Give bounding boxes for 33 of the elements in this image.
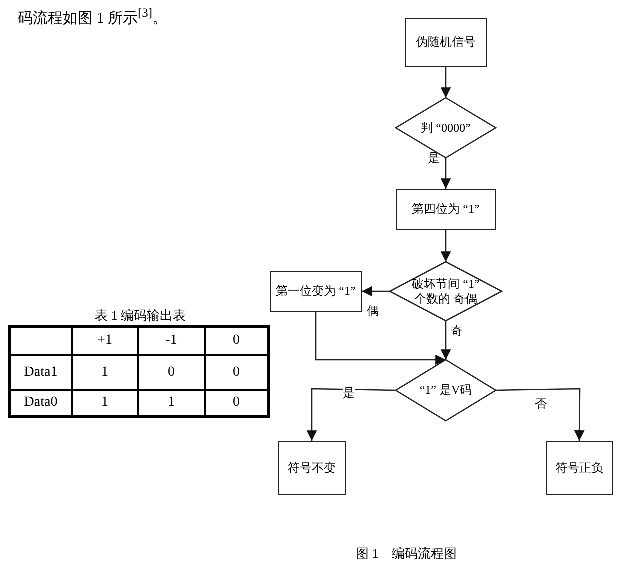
node-text: 第一位变为 “1” xyxy=(276,284,356,299)
node-text: 判 “0000” xyxy=(421,120,471,136)
table-cell: +1 xyxy=(72,326,138,355)
node-text: 符号正负 xyxy=(556,460,604,476)
arrow xyxy=(440,321,452,360)
table-cell: 0 xyxy=(138,355,205,390)
table-title: 表 1 编码输出表 xyxy=(95,307,186,325)
process-box xyxy=(396,189,496,230)
table-cell: 1 xyxy=(72,355,138,390)
process-box xyxy=(270,271,362,312)
decision-diamond xyxy=(390,262,502,321)
process-box xyxy=(546,441,613,495)
node-text: 伪随机信号 xyxy=(416,35,476,50)
arrow xyxy=(440,67,452,98)
arrow xyxy=(306,388,396,441)
arrow xyxy=(496,388,585,441)
body-text: 码流程如图 1 所示$^{[3]}$。 xyxy=(18,6,168,28)
node-text: 符号不变 xyxy=(288,460,336,476)
edge-label: 是 xyxy=(343,385,355,402)
edge-label: 偶 xyxy=(367,303,379,320)
arrow xyxy=(362,286,390,297)
arrow xyxy=(440,158,452,189)
arrow xyxy=(315,312,446,366)
node-text: “1” 是V码 xyxy=(420,383,472,398)
decision-diamond xyxy=(396,360,496,421)
process-box xyxy=(405,18,487,67)
table-cell: Data1 xyxy=(10,355,72,390)
arrow xyxy=(440,230,452,262)
node-text: 破坏节间 “1” 个数的 奇偶 xyxy=(411,276,481,306)
process-box xyxy=(278,441,346,495)
figure-caption: 图 1 编码流程图 xyxy=(356,545,457,563)
table-cell: -1 xyxy=(138,326,205,355)
node-text: 第四位为 “1” xyxy=(412,202,480,217)
